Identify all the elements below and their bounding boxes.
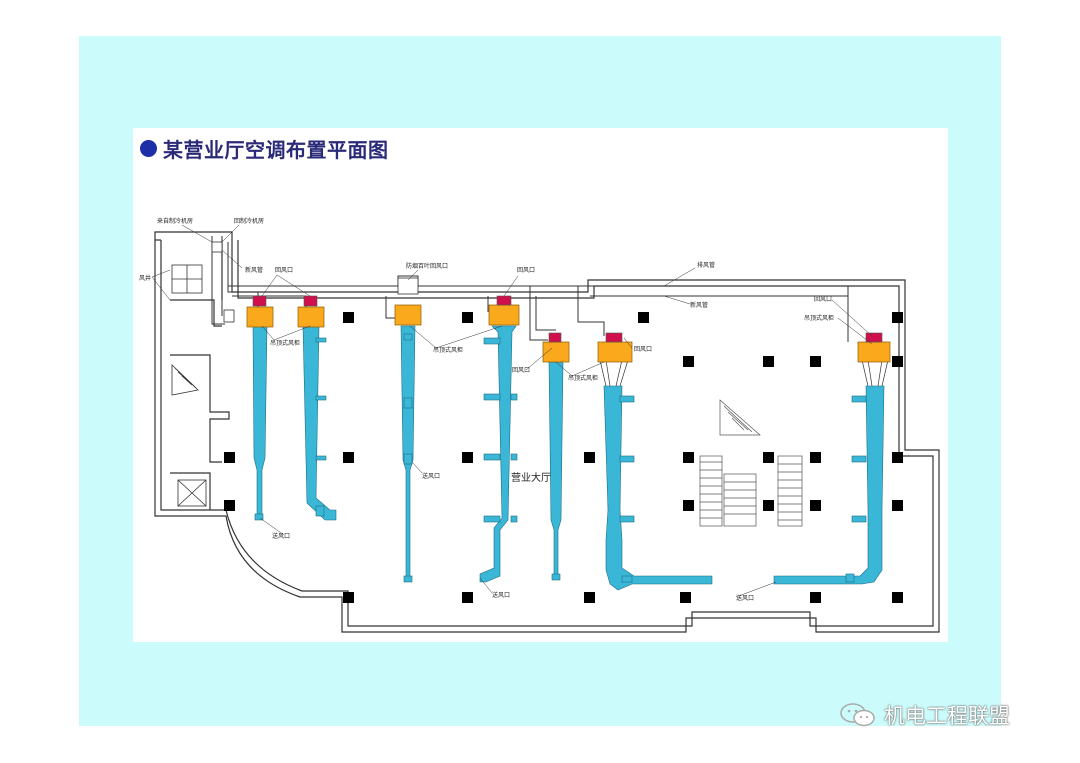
- label-return-vent-4: 回风口: [634, 346, 652, 353]
- label-return-vent-3: 回风口: [814, 296, 832, 303]
- wechat-icon: [840, 703, 875, 727]
- label-fire-damper-return: 防烟百叶回风口: [406, 262, 448, 270]
- drawing-panel: [133, 128, 948, 642]
- title-bullet-icon: [140, 139, 157, 157]
- label-return-vent-1: 回风口: [275, 267, 293, 274]
- slide-title: 某营业厅空调布置平面图: [140, 134, 389, 162]
- label-supply-from-plant: 来自制冷机房: [157, 217, 193, 225]
- label-ahu-3: 吊顶式风柜: [804, 314, 834, 322]
- leader-lines: [151, 224, 873, 598]
- watermark-text: 机电工程联盟: [884, 704, 1010, 728]
- label-shaft: 风井: [139, 274, 151, 282]
- label-ahu-4: 吊顶式风柜: [568, 374, 598, 382]
- riser-boxes: [211, 241, 419, 323]
- left-stair: [171, 264, 207, 507]
- label-hall: 营业大厅: [511, 471, 551, 484]
- return-grilles: [252, 295, 883, 343]
- central-stairs: [699, 399, 803, 527]
- label-return-vent-5: 回风口: [512, 367, 530, 374]
- label-ahu-2: 吊顶式风柜: [433, 346, 463, 354]
- plan-labels: 来自制冷机房 回制冷机房 风井 新风管 回风口 防烟百叶回风口 回风口 排风管 …: [139, 217, 834, 602]
- label-fresh-air-duct: 新风管: [690, 301, 708, 309]
- label-supply-vent-1: 送风口: [422, 472, 440, 480]
- columns: [224, 312, 903, 603]
- label-exhaust-duct: 排风管: [697, 261, 715, 269]
- label-supply-vent-3: 送风口: [492, 591, 510, 599]
- label-supply-vent-2: 送风口: [272, 532, 290, 540]
- label-supply-vent-4: 送风口: [736, 594, 754, 602]
- title-text: 某营业厅空调布置平面图: [163, 137, 389, 162]
- label-riser: 新风管: [245, 266, 263, 274]
- label-ahu-1: 吊顶式风柜: [270, 339, 300, 347]
- label-return-to-plant: 回制冷机房: [234, 217, 264, 225]
- label-return-vent-2: 回风口: [517, 267, 535, 274]
- supply-ducts: [252, 325, 885, 591]
- watermark: 机电工程联盟: [838, 700, 1010, 730]
- duct-transitions: [599, 359, 889, 387]
- building-outline: [154, 231, 940, 633]
